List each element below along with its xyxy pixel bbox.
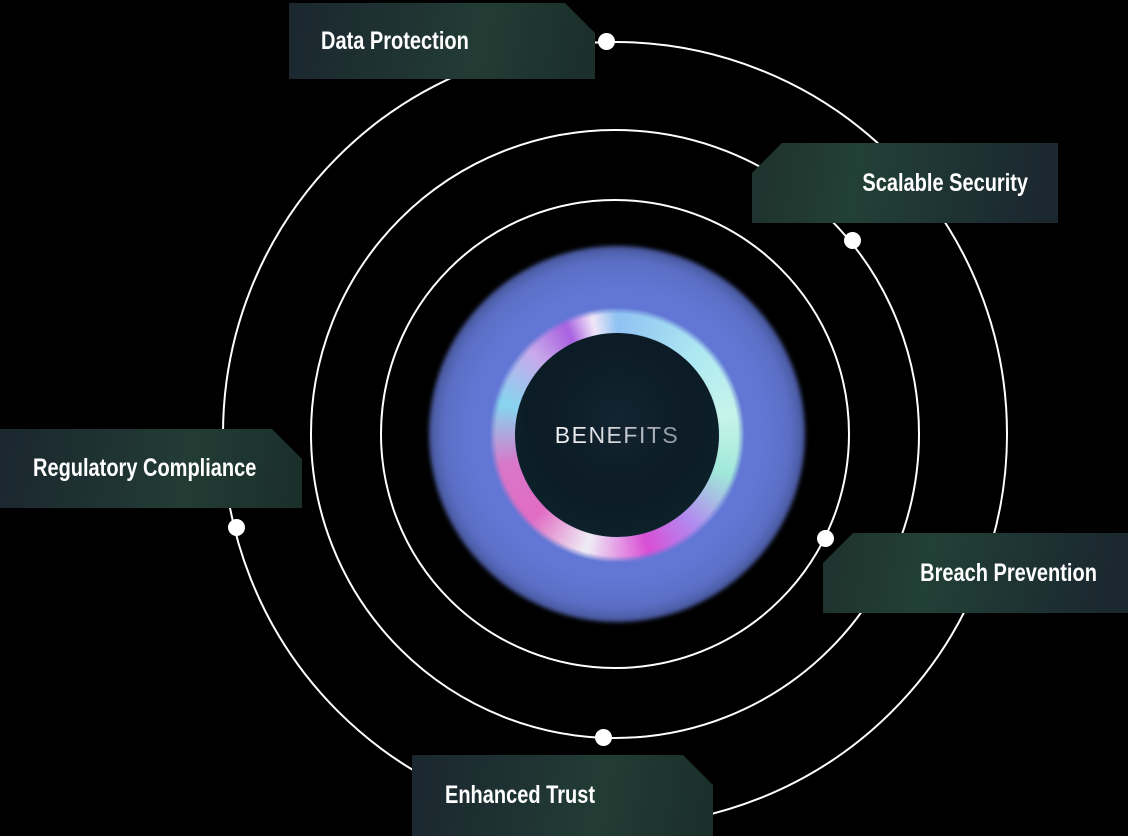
orbit-ring-middle bbox=[310, 129, 920, 739]
benefit-label-breach-prevention: Breach Prevention bbox=[823, 533, 1128, 613]
benefit-label-scalable-security: Scalable Security bbox=[752, 143, 1058, 223]
orbit-dot-breach-prevention bbox=[817, 530, 834, 547]
benefit-label-text: Breach Prevention bbox=[920, 558, 1097, 587]
orbit-dot-enhanced-trust bbox=[595, 729, 612, 746]
orbit-dot-regulatory-compliance bbox=[228, 519, 245, 536]
benefit-label-text: Data Protection bbox=[321, 26, 469, 55]
orbit-ring-inner bbox=[380, 199, 850, 669]
benefit-label-text: Regulatory Compliance bbox=[33, 454, 257, 482]
benefit-label-data-protection: Data Protection bbox=[289, 3, 595, 79]
center-title: BENEFITS bbox=[554, 421, 680, 448]
benefit-label-enhanced-trust: Enhanced Trust bbox=[412, 755, 713, 836]
center-disc: BENEFITS bbox=[515, 333, 719, 537]
benefit-label-text: Scalable Security bbox=[862, 168, 1028, 197]
benefit-label-regulatory-compliance: Regulatory Compliance bbox=[0, 429, 302, 508]
orbit-dot-data-protection bbox=[598, 33, 615, 50]
orbit-dot-scalable-security bbox=[844, 232, 861, 249]
benefit-label-text: Enhanced Trust bbox=[445, 781, 596, 809]
